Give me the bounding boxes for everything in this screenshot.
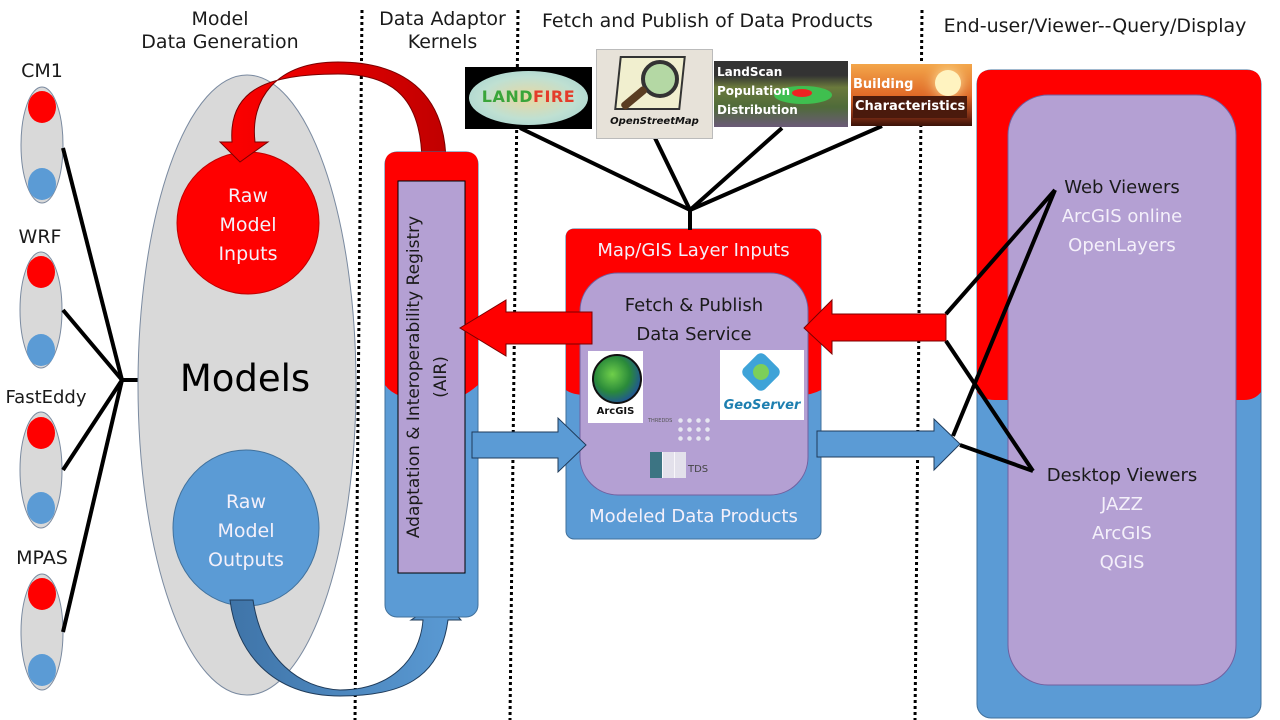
openstreetmap-logo-text: OpenStreetMap	[610, 116, 699, 127]
geoserver-logo: GeoServer	[720, 350, 804, 420]
arcgis-logo: ArcGIS	[588, 351, 643, 423]
model-capsule-cm1	[20, 86, 64, 204]
openstreetmap-logo: OpenStreetMap	[596, 49, 713, 139]
models-title: Models	[179, 357, 311, 400]
landscan-logo: LandScan Population Distribution	[714, 61, 848, 127]
desktop-viewer-jazz: JAZZ	[1101, 494, 1143, 515]
desktop-viewers-title: Desktop Viewers	[1046, 465, 1198, 486]
map-gis-layer-inputs-label: Map/GIS Layer Inputs	[597, 240, 790, 261]
building-logo-text: Building Characteristics	[853, 74, 968, 118]
arrow-air-to-fetch	[471, 416, 587, 474]
globe-icon	[592, 354, 642, 404]
model-label-wrf: WRF	[18, 226, 62, 248]
landscan-line1: LandScan	[717, 65, 783, 79]
air-label: Adaptation & Interoperability Registry (…	[401, 181, 461, 573]
model-capsule-mpas	[20, 573, 64, 691]
air-label-title: Adaptation & Interoperability Registry	[404, 215, 424, 539]
thredds-tds-logo: THREDDS TDS	[648, 416, 716, 480]
landscan-line3: Distribution	[717, 103, 798, 117]
air-label-abbr: (AIR)	[431, 356, 451, 398]
model-label-fasteddy: FastEddy	[5, 387, 87, 408]
arrow-fetch-to-air	[459, 299, 593, 357]
column-header-model-generation: Model Data Generation	[141, 8, 299, 53]
modeled-data-products-label: Modeled Data Products	[589, 506, 798, 527]
web-viewer-arcgis-online: ArcGIS online	[1061, 206, 1183, 227]
arrow-viewers-to-fetch	[803, 298, 947, 356]
data-source-connector-lines	[519, 124, 883, 230]
raw-model-inputs-label: Raw Model Inputs	[218, 185, 278, 265]
model-capsule-wrf	[19, 251, 63, 369]
thredds-logo-text: THREDDS	[648, 418, 673, 424]
air-box	[397, 180, 466, 574]
web-viewer-openlayers: OpenLayers	[1068, 235, 1176, 256]
viewer-connector-lines	[944, 188, 1057, 473]
geoserver-logo-text: GeoServer	[723, 398, 801, 413]
landscan-logo-text: LandScan Population Distribution	[717, 63, 798, 120]
building-line1: Building	[853, 77, 914, 92]
landfire-logo: LANDFIRE	[465, 67, 592, 129]
model-capsule-fasteddy	[19, 411, 63, 529]
raw-model-outputs-label: Raw Model Outputs	[208, 491, 284, 571]
column-divider	[353, 9, 364, 720]
building-characteristics-logo: Building Characteristics	[851, 64, 972, 126]
column-header-adaptor-kernels: Data Adaptor Kernels	[379, 8, 506, 53]
desktop-viewer-arcgis: ArcGIS	[1092, 523, 1152, 544]
model-label-cm1: CM1	[21, 60, 63, 82]
arcgis-logo-text: ArcGIS	[596, 406, 635, 417]
arrow-fetch-to-viewers	[816, 417, 961, 472]
web-viewers-title: Web Viewers	[1064, 177, 1180, 198]
column-header-end-user: End-user/Viewer--Query/Display	[943, 15, 1247, 37]
viewer-inner-box	[1007, 94, 1237, 686]
desktop-viewer-qgis: QGIS	[1099, 552, 1145, 573]
column-header-fetch-publish: Fetch and Publish of Data Products	[542, 10, 873, 32]
fetch-service-box	[579, 272, 809, 496]
column-divider	[508, 9, 520, 720]
fetch-publish-service-label: Fetch & Publish Data Service	[624, 295, 764, 345]
tds-logo-text: TDS	[688, 464, 709, 475]
model-connector-lines	[61, 147, 138, 633]
building-line2: Characteristics	[853, 96, 968, 118]
column-divider	[913, 9, 924, 720]
model-label-mpas: MPAS	[16, 547, 68, 569]
landscan-line2: Population	[717, 84, 791, 98]
landfire-logo-text: LANDFIRE	[481, 87, 576, 106]
